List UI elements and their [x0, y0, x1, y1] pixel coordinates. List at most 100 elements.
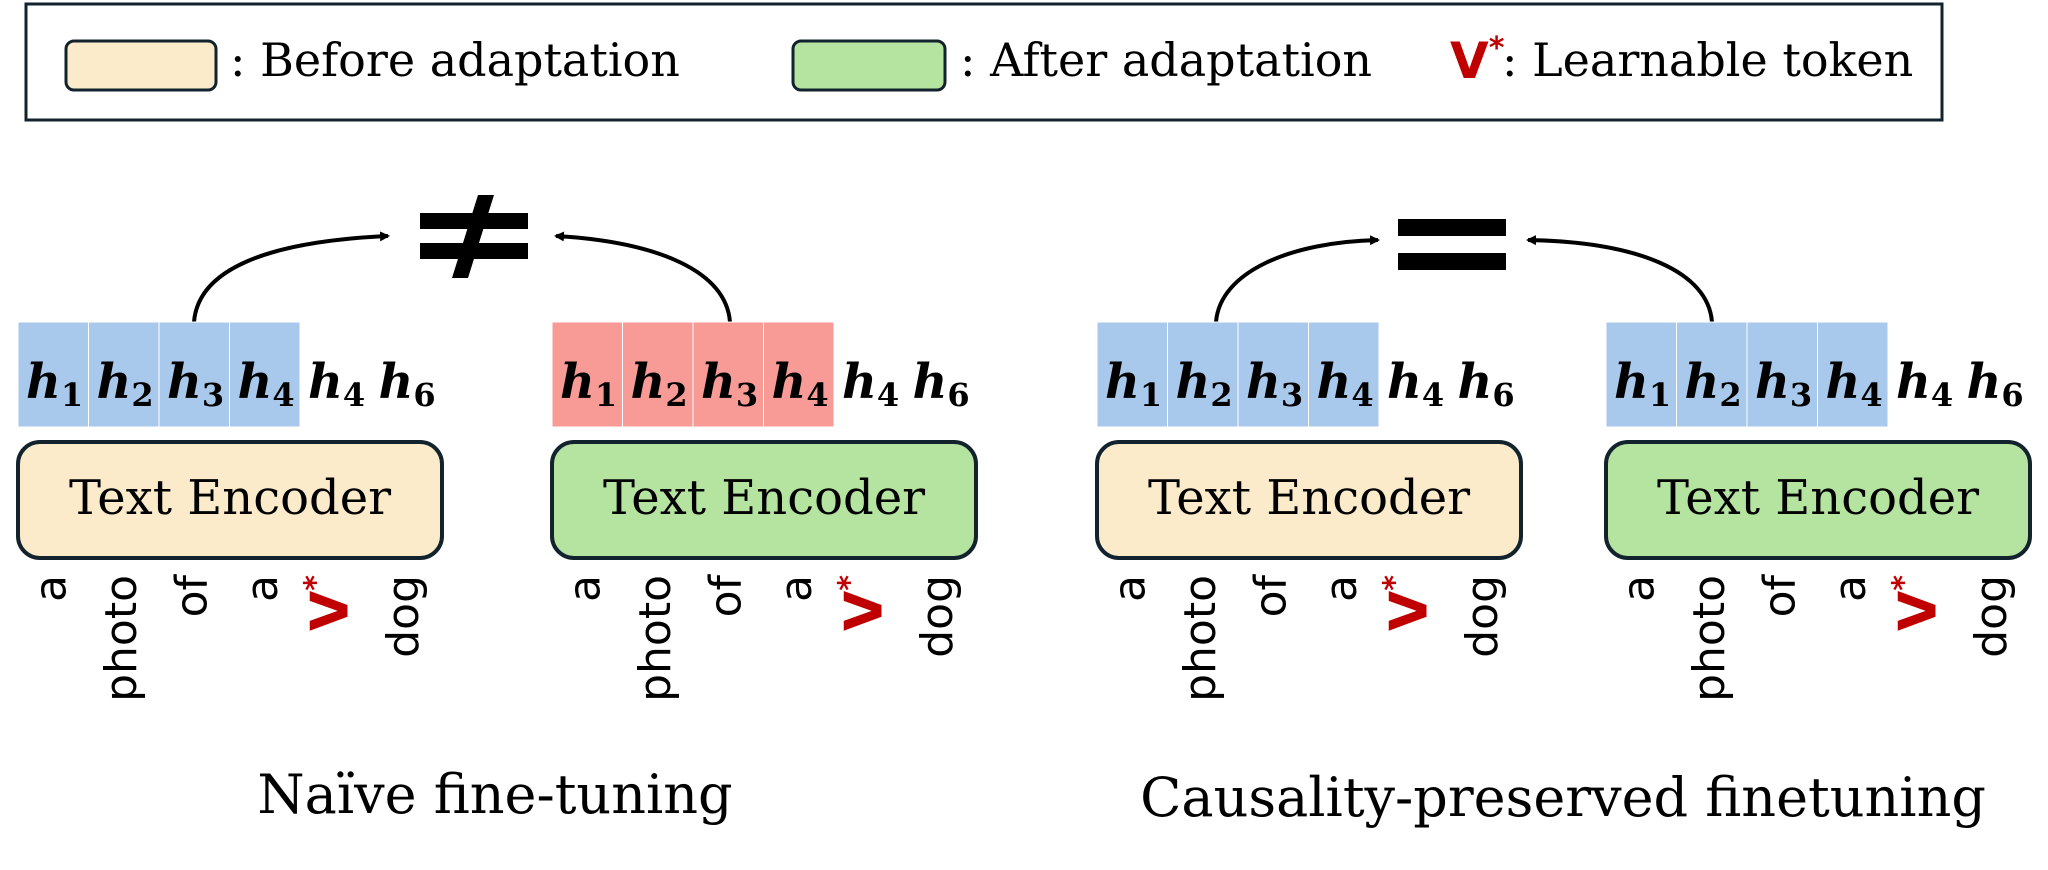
legend-after-swatch — [791, 39, 947, 92]
prompt-token: dog — [1457, 575, 1508, 658]
hidden-state-cell-bg — [763, 321, 835, 428]
prompt-token: of — [1245, 574, 1296, 618]
text-encoder-box — [1095, 440, 1523, 560]
token-text: dog — [378, 575, 429, 658]
legend-before-swatch — [64, 39, 218, 92]
hidden-state-subscript: 2 — [1719, 376, 1741, 414]
legend-frame — [24, 2, 1944, 122]
hidden-state-subscript: 4 — [272, 376, 294, 414]
prompt-token: photo — [96, 575, 147, 702]
hidden-state-cell-bg — [551, 321, 623, 428]
hidden-state-cell-bg — [17, 321, 89, 428]
hidden-state-subscript: 4 — [343, 376, 365, 414]
hidden-state-base: h — [167, 354, 202, 410]
hidden-state-label: h1 — [1614, 354, 1671, 414]
token-superscript: * — [832, 575, 867, 591]
caption-causality-preserved: Causality-preserved finetuning — [1140, 766, 1986, 829]
prompt-token: of — [166, 574, 217, 618]
arrow-causal-left — [1214, 235, 1380, 323]
hidden-state-base: h — [1755, 354, 1790, 410]
hidden-state-base: h — [308, 354, 343, 410]
token-text: a — [1316, 575, 1367, 602]
text-encoder-label: Text Encoder — [1148, 470, 1470, 526]
token-text: a — [771, 575, 822, 602]
token-text: V — [1888, 591, 1948, 631]
hidden-state-subscript: 6 — [1492, 376, 1514, 414]
hidden-state-subscript: 1 — [595, 376, 617, 414]
token-text: a — [1825, 575, 1876, 602]
arrow-causal-right — [1526, 235, 1714, 323]
hidden-state-base: h — [913, 354, 948, 410]
legend-before-label: : Before adaptation — [230, 33, 680, 87]
hidden-state-base: h — [1685, 354, 1720, 410]
hidden-state-cell-bg — [1237, 321, 1309, 428]
hidden-state-subscript: 4 — [806, 376, 828, 414]
hidden-state-label: h2 — [1176, 354, 1233, 414]
token-text: photo — [96, 575, 147, 702]
prompt-token: a — [559, 575, 610, 602]
prompt-token: a — [25, 575, 76, 602]
token-text: V — [300, 591, 360, 631]
hidden-state-label: h2 — [97, 354, 154, 414]
token-text: dog — [1966, 575, 2017, 658]
hidden-state-cell-bg — [1817, 321, 1889, 428]
hidden-state-subscript: 4 — [1351, 376, 1373, 414]
caption-naive-finetuning: Naïve fine-tuning — [257, 763, 732, 826]
hidden-state-label: h6 — [913, 354, 970, 414]
hidden-state-cell-bg — [1605, 321, 1677, 428]
prompt-token: photo — [1684, 575, 1735, 702]
hidden-state-base: h — [560, 354, 595, 410]
legend-token-symbol: V* — [1450, 31, 1505, 90]
hidden-state-base: h — [1176, 354, 1211, 410]
prompt-token: a — [1825, 575, 1876, 602]
token-text: of — [166, 574, 217, 618]
prompt-token: dog — [378, 575, 429, 658]
relation-not-equal — [420, 195, 528, 278]
hidden-state-subscript: 3 — [736, 376, 758, 414]
token-text: photo — [630, 575, 681, 702]
hidden-state-base: h — [772, 354, 807, 410]
token-text: of — [1245, 574, 1296, 618]
prompt-token: a — [237, 575, 288, 602]
hidden-state-subscript: 6 — [413, 376, 435, 414]
hidden-state-base: h — [1317, 354, 1352, 410]
hidden-state-cell-bg — [1746, 321, 1818, 428]
hidden-state-base: h — [1246, 354, 1281, 410]
hidden-state-cell-bg — [1308, 321, 1380, 428]
hidden-state-label: h4 — [1826, 354, 1883, 414]
equal-bar-bottom — [1398, 253, 1506, 270]
hidden-state-label: h3 — [167, 354, 224, 414]
prompt-token: a — [1104, 575, 1155, 602]
hidden-state-subscript: 4 — [1931, 376, 1953, 414]
hidden-state-base: h — [631, 354, 666, 410]
hidden-state-subscript: 4 — [877, 376, 899, 414]
hidden-state-base: h — [1614, 354, 1649, 410]
hidden-state-label: h1 — [560, 354, 617, 414]
hidden-state-base: h — [26, 354, 61, 410]
token-text: a — [559, 575, 610, 602]
text-encoder-label: Text Encoder — [69, 470, 391, 526]
hidden-state-label: h4 — [1387, 354, 1444, 414]
legend-token-label: : Learnable token — [1502, 33, 1913, 87]
learnable-token: V* — [832, 575, 894, 631]
text-encoder-box — [550, 440, 978, 560]
hidden-state-base: h — [1896, 354, 1931, 410]
token-text: V — [1379, 591, 1439, 631]
token-text: a — [1104, 575, 1155, 602]
hidden-state-label: h2 — [631, 354, 688, 414]
legend: : Before adaptation : After adaptation V… — [24, 2, 1944, 122]
token-superscript: * — [298, 575, 333, 591]
relation-equal — [1398, 219, 1506, 270]
not-equal-slash — [452, 195, 494, 278]
hidden-state-subscript: 3 — [1790, 376, 1812, 414]
prompt-token: a — [771, 575, 822, 602]
hidden-state-label: h6 — [1458, 354, 1515, 414]
hidden-state-cell-bg — [1676, 321, 1748, 428]
hidden-state-subscript: 3 — [202, 376, 224, 414]
hidden-state-base: h — [1826, 354, 1861, 410]
legend-after-label: : After adaptation — [960, 33, 1372, 87]
